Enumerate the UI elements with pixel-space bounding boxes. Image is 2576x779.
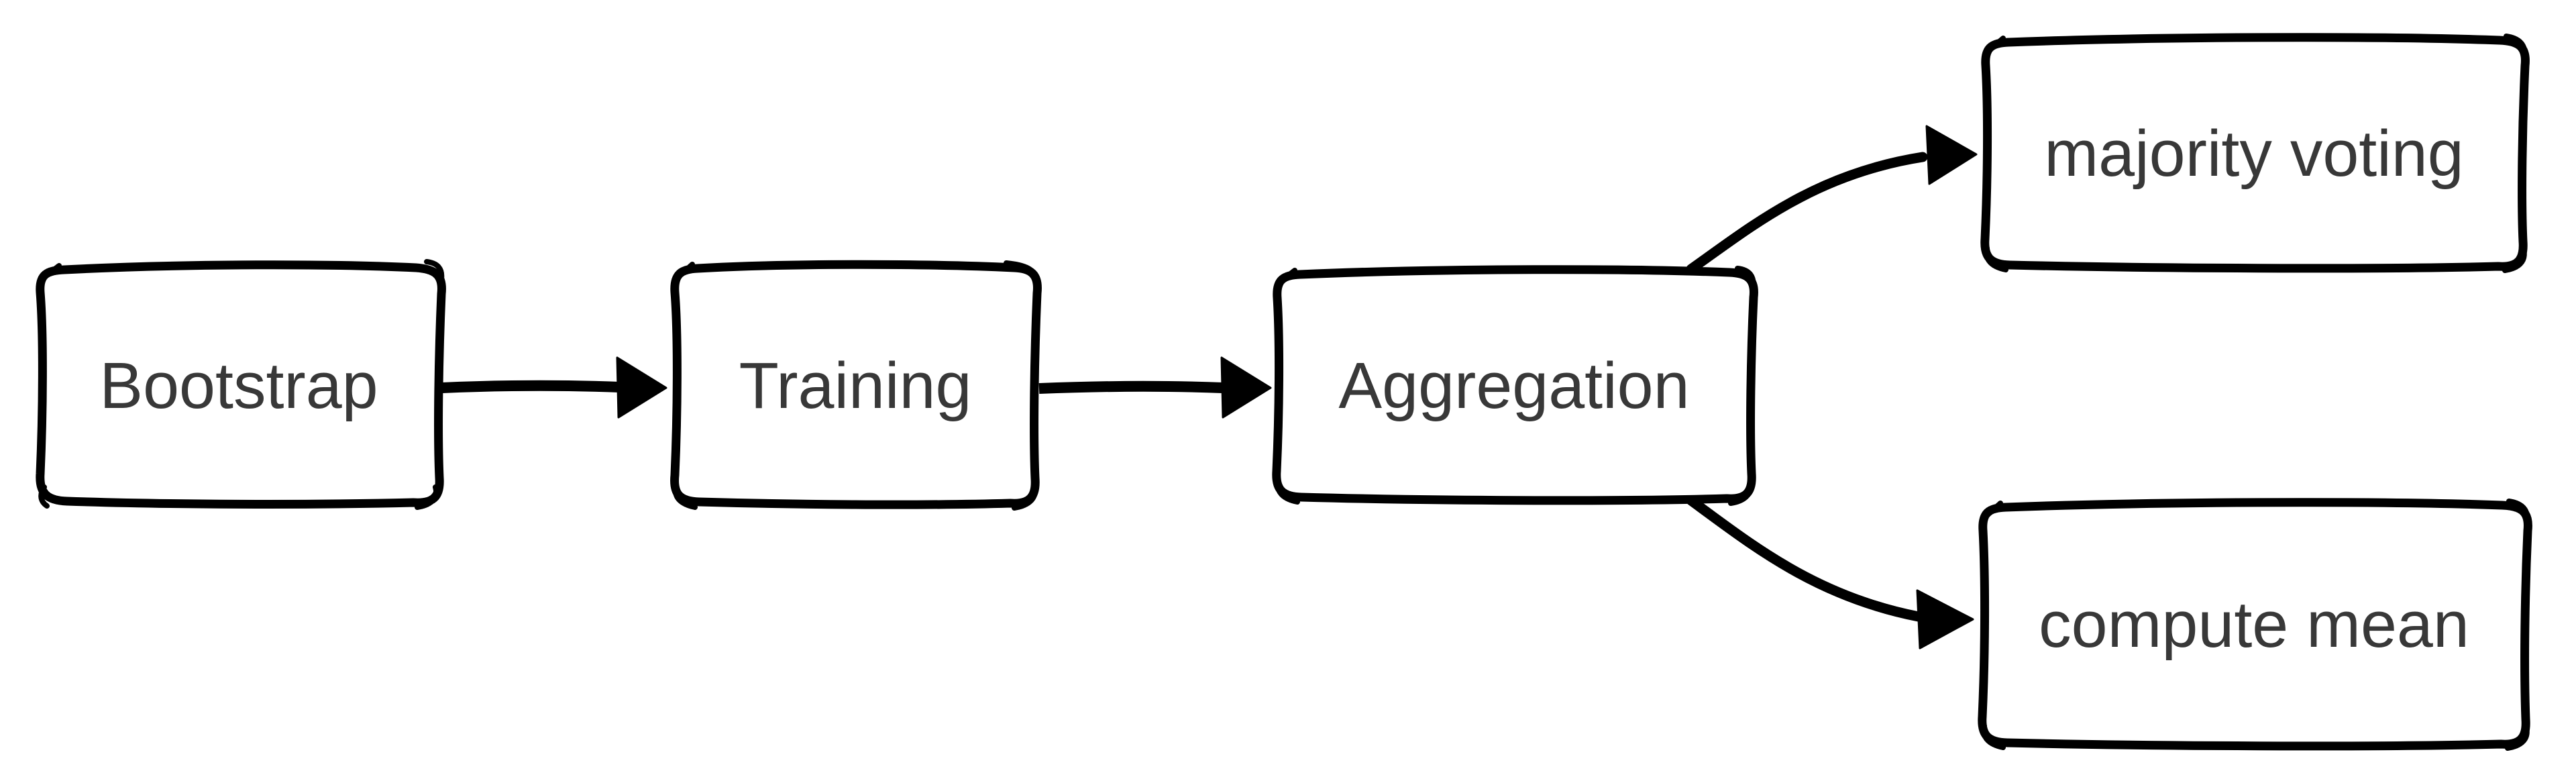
sketch-stroke: [1984, 34, 2528, 273]
edge-training-aggregation-line: [1038, 380, 1224, 394]
edge-bootstrap-training: [441, 356, 667, 419]
edge-aggregation-compute-mean-curve: [1686, 495, 1924, 622]
edge-aggregation-compute-mean: [1686, 495, 1974, 650]
node-compute-mean-label: compute mean: [2039, 588, 2469, 661]
node-compute-mean-shape: [1978, 498, 2532, 751]
node-training: Training: [670, 260, 1042, 511]
node-training-label: Training: [739, 349, 972, 422]
node-training-shape: [670, 260, 1042, 509]
node-aggregation-shape: [1272, 265, 1758, 505]
node-bootstrap-shape: [36, 260, 446, 509]
node-compute-mean: compute mean: [1978, 498, 2532, 751]
sketch-stroke: [38, 259, 445, 510]
node-majority-voting: majority voting: [1980, 33, 2530, 273]
node-majority-voting-shape: [1980, 33, 2530, 273]
node-bootstrap-label: Bootstrap: [99, 349, 378, 422]
node-aggregation-label: Aggregation: [1338, 349, 1689, 422]
arrowhead-icon: [1916, 589, 1974, 650]
edge-bootstrap-training-line: [441, 380, 621, 393]
sketch-stroke: [1275, 266, 1756, 506]
arrowhead-icon: [616, 356, 667, 419]
node-bootstrap: Bootstrap: [36, 259, 446, 510]
sketch-stroke: [1981, 499, 2530, 751]
sketch-stroke: [673, 260, 1040, 511]
edge-aggregation-majority-voting-curve: [1686, 152, 1928, 274]
edge-training-aggregation: [1038, 356, 1272, 419]
arrowhead-icon: [1220, 356, 1272, 419]
arrowhead-icon: [1925, 125, 1978, 185]
node-majority-voting-label: majority voting: [2044, 117, 2463, 190]
node-aggregation: Aggregation: [1272, 265, 1758, 506]
edge-aggregation-majority-voting: [1686, 125, 1978, 274]
